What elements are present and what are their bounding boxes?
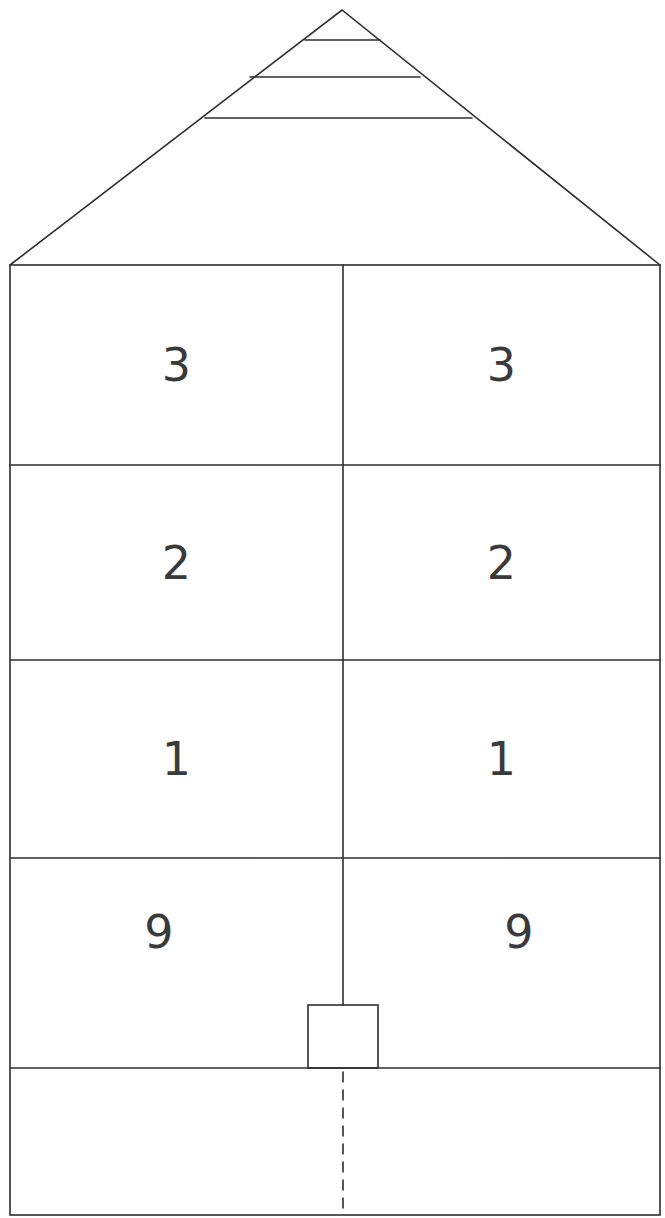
cell-number: 1 — [487, 736, 516, 782]
grid-cell: 1 — [343, 660, 660, 858]
cell-number: 9 — [144, 909, 173, 955]
grid-cell: 3 — [10, 265, 343, 465]
grid-cell: 1 — [10, 660, 343, 858]
grid-cell: 2 — [10, 465, 343, 660]
grid-cell: 3 — [343, 265, 660, 465]
cell-number: 2 — [487, 540, 516, 586]
cell-number: 3 — [162, 342, 191, 388]
cell-number: 9 — [504, 909, 533, 955]
grid-cell: 9 — [10, 858, 308, 1005]
cell-number: 3 — [487, 342, 516, 388]
cell-number: 2 — [162, 540, 191, 586]
grid-cell: 9 — [378, 858, 660, 1005]
grid-cell: 2 — [343, 465, 660, 660]
cell-number: 1 — [162, 736, 191, 782]
